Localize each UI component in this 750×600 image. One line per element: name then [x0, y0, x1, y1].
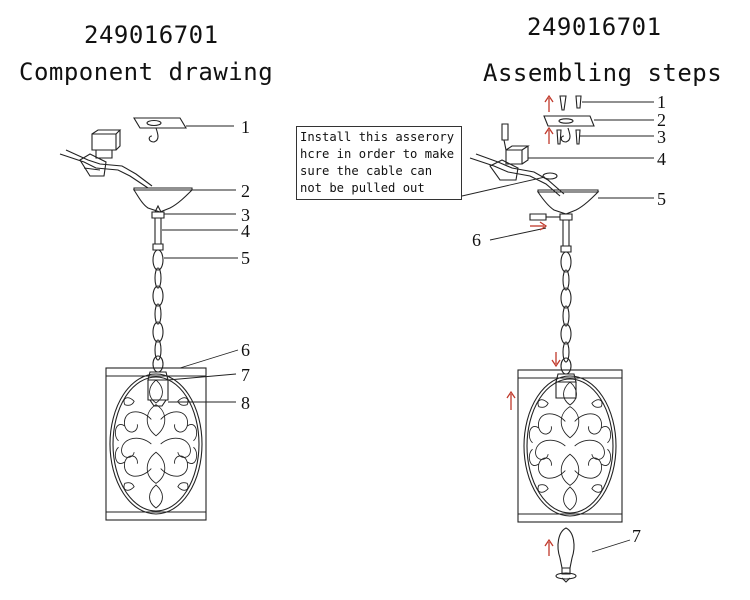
canopy — [132, 187, 194, 219]
right-drawing — [461, 95, 654, 583]
right-model-code: 249016701 — [527, 13, 662, 41]
callout-left-4: 4 — [241, 221, 250, 241]
callout-right-6: 6 — [472, 230, 481, 250]
callout-left-2: 2 — [241, 181, 250, 201]
mounting-bracket — [133, 117, 187, 143]
assembly-arrows — [506, 94, 561, 556]
screwdriver — [529, 213, 560, 221]
lampshade — [105, 367, 207, 521]
callout-right-2: 2 — [657, 110, 666, 130]
clamp-with-screwdriver — [469, 123, 565, 197]
callout-right-3: 3 — [657, 127, 666, 147]
callout-left-7: 7 — [241, 365, 250, 385]
leader-lines-left — [162, 125, 239, 403]
light-bulb — [555, 527, 577, 583]
callout-left-6: 6 — [241, 340, 250, 360]
callout-left-3: 3 — [241, 205, 250, 225]
left-model-code: 249016701 — [84, 21, 219, 49]
callout-right-4: 4 — [657, 149, 666, 169]
callout-left-5: 5 — [241, 248, 250, 268]
canopy-right — [536, 172, 600, 221]
chain-right — [560, 251, 572, 375]
chain — [152, 249, 164, 373]
left-title: Component drawing — [19, 58, 274, 86]
rod-right — [560, 220, 572, 253]
lampshade-right — [517, 369, 623, 523]
callout-right-5: 5 — [657, 189, 666, 209]
cable-note-box: Install this asserory hcre in order to m… — [296, 126, 462, 200]
callout-right-7: 7 — [632, 526, 641, 546]
leader-lines-right — [461, 101, 654, 553]
rod — [152, 218, 164, 251]
mounting-hardware — [543, 95, 595, 145]
right-title: Assembling steps — [483, 59, 723, 87]
left-drawing — [59, 117, 239, 521]
callout-left-1: 1 — [241, 117, 250, 137]
callout-left-8: 8 — [241, 393, 250, 413]
cable-clamp — [59, 129, 153, 189]
callout-right-1: 1 — [657, 92, 666, 112]
